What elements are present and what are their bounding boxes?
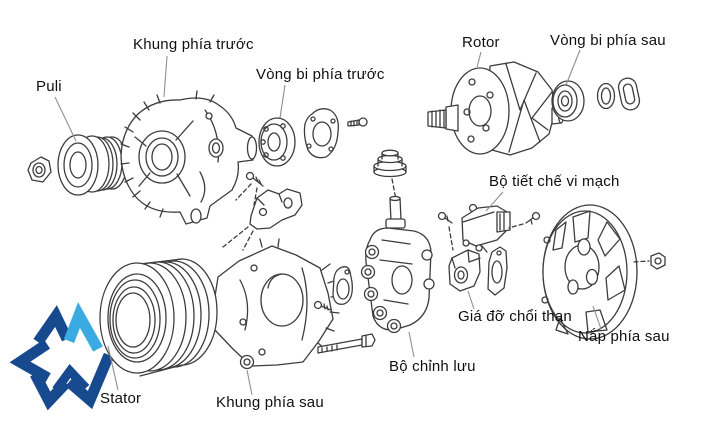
terminal-bracket-drawing (222, 188, 303, 251)
stator-drawing (99, 258, 218, 377)
screw-a-drawing (235, 171, 264, 206)
front-bearing-drawing (258, 117, 296, 167)
label-rectifier: Bộ chỉnh lưu (389, 358, 476, 375)
label-regulator: Bộ tiết chế vi mạch (489, 173, 620, 190)
pulley-drawing (57, 134, 128, 196)
rectifier-drawing (360, 195, 435, 334)
rear-frame-drawing (213, 238, 341, 370)
label-rear-frame: Khung phía sau (216, 394, 324, 411)
through-bolt-drawing (317, 333, 376, 354)
brush-gasket-drawing (487, 246, 508, 296)
terminal-gasket-drawing (332, 266, 353, 305)
screw-d-drawing (437, 211, 454, 251)
star-logo (9, 302, 115, 411)
slip-ring-cap-drawing (373, 149, 407, 211)
rear-cover-drawing (541, 204, 638, 340)
leader-stator (107, 345, 119, 391)
screw-b-drawing (347, 117, 368, 127)
screw-c-drawing (508, 211, 541, 229)
leader-front-frame (163, 55, 168, 98)
label-brush-holder: Giá đỡ chổi than (458, 308, 572, 325)
leader-front-bearing (279, 84, 286, 119)
leader-brush-holder (467, 290, 475, 310)
o-ring-drawing (596, 82, 616, 110)
leader-pulley (54, 96, 77, 142)
label-rear-bearing: Vòng bi phía sau (550, 32, 666, 49)
label-front-bearing: Vòng bi phía trước (256, 66, 385, 83)
rear-nut-drawing (633, 252, 666, 270)
brush-holder-drawing (448, 249, 481, 292)
label-rotor: Rotor (462, 34, 500, 51)
rear-bearing-drawing (551, 80, 585, 122)
leader-rear-frame (246, 369, 253, 396)
leader-rotor (476, 51, 482, 68)
label-rear-cover: Nắp phía sau (578, 328, 670, 345)
leader-rectifier (408, 331, 415, 358)
screw-e-drawing (313, 300, 332, 311)
front-frame-drawing (120, 90, 258, 225)
leader-lines (54, 49, 602, 396)
leader-rear-bearing (565, 49, 581, 86)
label-pulley: Puli (36, 78, 62, 95)
bearing-retainer-drawing (303, 108, 339, 159)
regulator-drawing (461, 203, 511, 253)
label-stator: Stator (100, 390, 142, 407)
rotor-drawing (427, 61, 565, 156)
leader-rear-cover (592, 305, 602, 330)
leader-regulator (485, 191, 504, 212)
pulley-nut-drawing (27, 156, 52, 183)
label-front-frame: Khung phía trước (133, 36, 254, 53)
grommet-drawing (617, 77, 641, 111)
